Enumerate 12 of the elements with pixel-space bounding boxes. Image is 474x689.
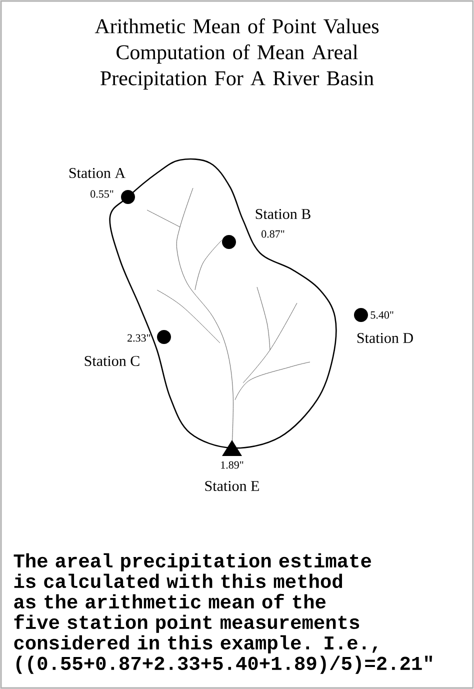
station-name: Station E (205, 480, 259, 492)
rainfall-value: 2.33" (128, 334, 150, 342)
rainfall-value: 0.87" (262, 230, 284, 238)
rainfall-value: 5.40" (370, 311, 394, 319)
station-name: Station A (69, 168, 126, 178)
rainfall-value: 1.89" (221, 461, 244, 469)
station-name: Station B (256, 208, 310, 220)
station-name: Station D (357, 332, 413, 344)
caption: The areal precipitation estimate is calculated with this method as the arithmetic mean of the five station point measurements considered in this example. I.e., ((0.55+0.87+2.33+5.40+1.89)/5)=2.21" (14, 553, 432, 674)
title: Arithmetic Mean of Point Values Computation of Mean Areal Precipitation For A River Basin (94, 18, 379, 90)
station-name: Station C (84, 356, 140, 366)
rainfall-value: 0.55" (90, 190, 114, 198)
